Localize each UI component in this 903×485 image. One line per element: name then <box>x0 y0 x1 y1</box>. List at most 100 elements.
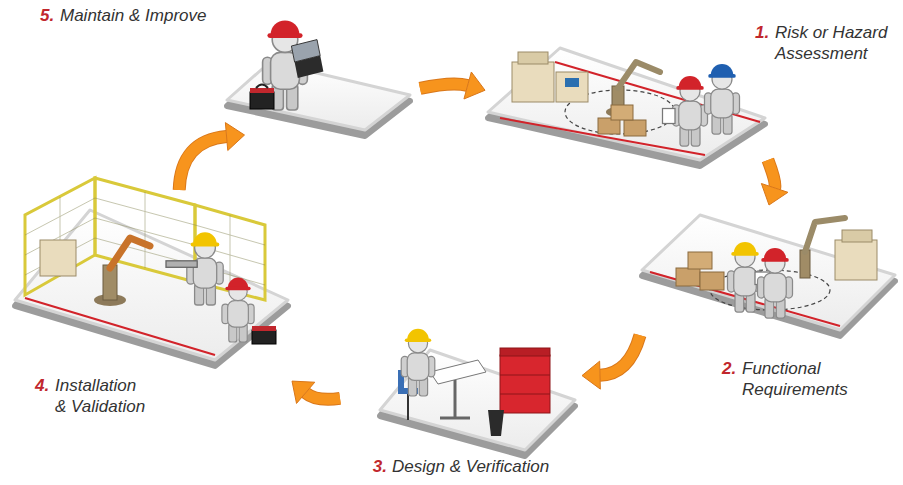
arrow-body <box>768 160 775 188</box>
functional-requirements-scene-part <box>842 230 872 242</box>
functional-requirements-scene-part <box>805 218 845 252</box>
design-scene-part <box>454 380 457 418</box>
installation-scene-part-part <box>225 287 250 290</box>
arrow-shade <box>768 160 775 188</box>
functional-requirements-scene-part <box>758 248 793 318</box>
stage-heading: 5.Maintain & Improve <box>40 5 206 26</box>
installation-scene-part-part <box>166 261 197 268</box>
risk-assessment-scene-part-part <box>673 81 708 146</box>
design-scene-part <box>500 375 550 376</box>
maintain-scene-part <box>256 85 268 89</box>
cycle-arrow <box>420 72 485 99</box>
stage-heading: 3. Design & Verification <box>340 456 582 477</box>
arrow-body <box>306 393 340 399</box>
arrow-body <box>179 137 226 190</box>
step-label: Maintain & Improve <box>60 6 206 25</box>
installation-scene-part-part <box>25 178 95 295</box>
design-scene-part <box>500 348 550 356</box>
step-number: 3. <box>373 456 387 477</box>
risk-assessment-scene-part <box>624 120 646 136</box>
installation-scene-part-part <box>228 278 249 288</box>
risk-assessment-scene-part <box>556 72 588 102</box>
arrow-head <box>582 361 600 389</box>
maintain-scene-part-part <box>271 20 300 34</box>
risk-assessment-scene-part <box>705 64 740 134</box>
platform-tiles-part <box>642 215 895 330</box>
stage-heading: 2.Functional Requirements <box>722 358 854 400</box>
risk-assessment-scene-part-part <box>679 76 702 87</box>
installation-scene-part <box>25 192 265 290</box>
cycle-arrow <box>761 160 788 205</box>
risk-assessment-scene-part-part <box>711 64 734 75</box>
step-label: Design & Verification <box>392 457 549 476</box>
cycle-arrow <box>179 123 244 190</box>
arrow-shade <box>600 335 640 375</box>
design-scene-part-part <box>405 338 431 342</box>
risk-assessment-scene-part-part <box>663 109 676 124</box>
risk-assessment-scene-part <box>518 52 548 64</box>
arrow-head <box>225 123 244 151</box>
functional-requirements-scene-part <box>700 272 724 290</box>
design-scene-part <box>430 360 486 384</box>
step-number: 4. <box>35 375 55 396</box>
design-scene-part <box>488 410 504 436</box>
risk-assessment-scene-part-part <box>676 86 704 90</box>
step-label: Installation & Validation <box>55 376 145 416</box>
cycle-arrow <box>292 381 340 403</box>
design-scene <box>398 329 550 436</box>
installation-scene-part <box>25 178 265 300</box>
cycle-arrow <box>582 335 640 389</box>
maintain-scene-part <box>250 88 274 93</box>
installation-scene-part <box>110 238 150 268</box>
step-number: 1. <box>755 22 775 43</box>
design-scene-part <box>500 394 550 395</box>
installation-scene-part-part <box>187 237 223 305</box>
design-scene-part-part <box>407 329 429 340</box>
functional-requirements-scene <box>650 218 877 326</box>
stage-node: 3. Design & Verification <box>340 330 582 482</box>
installation-scene-part-part <box>25 238 95 275</box>
functional-requirements-scene-part-part <box>731 252 759 256</box>
stage-node: 5.Maintain & Improve <box>30 2 420 135</box>
installation-scene-part-part <box>230 215 231 290</box>
installation-scene-part-part <box>222 282 254 342</box>
risk-assessment-scene-part <box>611 105 633 120</box>
functional-requirements-scene-part <box>676 268 700 286</box>
arrow-head <box>464 72 485 99</box>
step-label: Risk or Hazard Assessment <box>775 23 887 63</box>
installation-scene-part-part <box>193 232 216 244</box>
risk-assessment-scene-part <box>512 62 554 102</box>
functional-requirements-scene-part-part <box>734 242 757 253</box>
risk-assessment-scene-part <box>618 62 660 88</box>
step-label: Functional Requirements <box>742 359 848 399</box>
installation-scene-part <box>25 298 215 355</box>
stage-node: 4.Installation & Validation <box>10 190 292 435</box>
functional-requirements-scene-part <box>835 240 877 280</box>
arrow-head <box>761 184 788 205</box>
installation-scene-part <box>166 232 223 305</box>
design-scene-part-part <box>401 334 435 396</box>
risk-assessment-scene-part-part <box>708 74 736 78</box>
functional-requirements-scene-part-part <box>758 253 793 318</box>
step-number: 5. <box>40 5 60 26</box>
maintain-scene-part-part <box>291 40 320 62</box>
maintain-scene-part-part <box>267 33 302 38</box>
arrow-shade <box>420 84 468 88</box>
arrow-body <box>600 335 640 375</box>
risk-assessment-scene-part <box>565 78 579 87</box>
installation-scene <box>25 178 276 355</box>
installation-scene-part <box>222 278 254 342</box>
step-number: 2. <box>722 358 742 379</box>
design-scene-part <box>407 394 409 420</box>
design-scene-part <box>500 355 550 413</box>
arrow-body <box>420 84 468 88</box>
installation-scene-part-part <box>145 192 146 268</box>
platform-tiles-part <box>15 210 288 360</box>
stage-node: 2.Functional Requirements <box>640 205 898 415</box>
installation-scene-part-part <box>191 243 220 247</box>
risk-assessment-scene-part-part <box>705 69 740 134</box>
functional-requirements-scene-part <box>688 252 712 269</box>
platform-tiles <box>15 48 895 456</box>
stage-node: 1.Risk or Hazard Assessment <box>485 5 895 160</box>
